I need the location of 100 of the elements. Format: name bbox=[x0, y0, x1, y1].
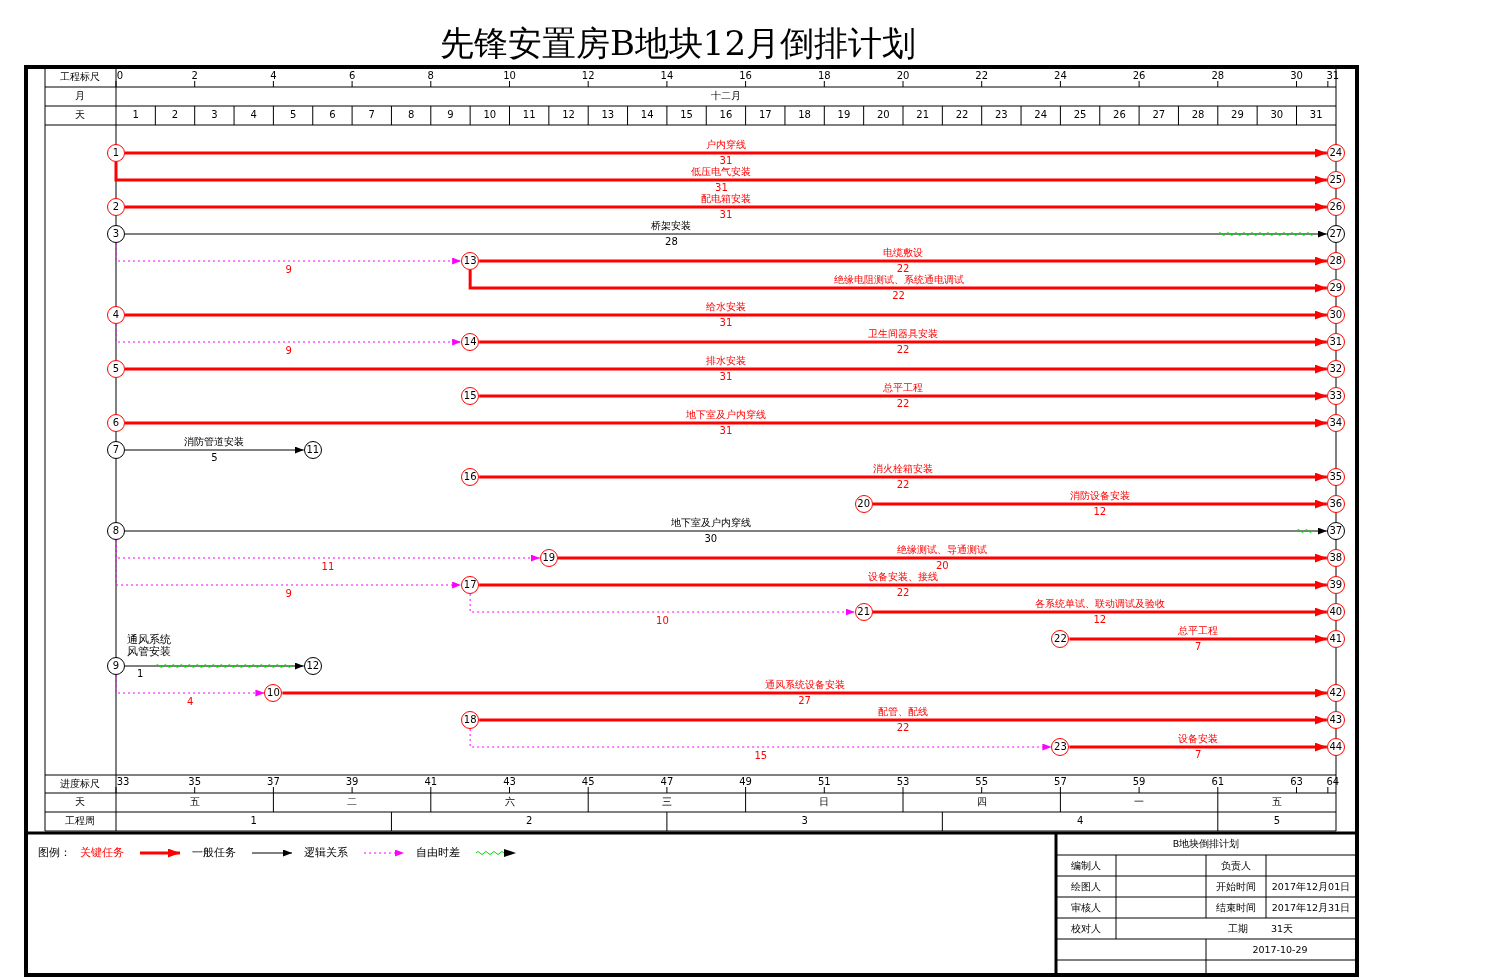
dotted-arrow bbox=[115, 242, 462, 265]
scale-number: 49 bbox=[739, 777, 752, 787]
title-block-text: 负责人 bbox=[1221, 860, 1251, 872]
scale-number: 31 bbox=[1326, 71, 1340, 81]
event-circle: 30 bbox=[1326, 306, 1345, 324]
title-block-text: 工期 bbox=[1228, 923, 1248, 935]
duration-label: 12 bbox=[1093, 507, 1107, 517]
row-header: 月 bbox=[75, 91, 85, 101]
week-number: 4 bbox=[1076, 816, 1084, 826]
edge-label: 地下室及户内穿线 bbox=[685, 410, 766, 420]
edge-label: 消火栓箱安装 bbox=[873, 464, 933, 474]
title-block-text: 编制人 bbox=[1071, 860, 1101, 872]
weekday-label: 六 bbox=[504, 797, 515, 807]
arrow bbox=[114, 162, 1327, 185]
edge-label: 11 bbox=[321, 562, 335, 572]
event-circle: 9 bbox=[107, 657, 125, 675]
arrow bbox=[479, 256, 1327, 266]
scale-number: 10 bbox=[503, 71, 516, 81]
day-number: 16 bbox=[719, 110, 733, 120]
duration-label: 28 bbox=[665, 237, 678, 247]
title-block-text: 开始时间 bbox=[1216, 881, 1256, 893]
duration-label: 1 bbox=[137, 669, 144, 679]
arrow bbox=[125, 148, 1327, 158]
arrow bbox=[124, 446, 305, 454]
duration-label: 31 bbox=[715, 183, 728, 193]
row-header: 进度标尺 bbox=[60, 779, 100, 789]
edge-label: 15 bbox=[754, 751, 768, 761]
event-circle: 44 bbox=[1326, 738, 1345, 756]
duration-label: 31 bbox=[719, 156, 733, 166]
day-number: 12 bbox=[562, 110, 575, 120]
edge-label: 9 bbox=[285, 265, 292, 275]
arrow bbox=[124, 662, 305, 670]
edge-label: 地下室及户内穿线 bbox=[670, 518, 751, 528]
event-circle: 5 bbox=[107, 360, 125, 378]
duration-label: 22 bbox=[896, 399, 910, 409]
edge-label: 配管、配线 bbox=[878, 707, 928, 717]
scale-number: 14 bbox=[660, 71, 674, 81]
arrow bbox=[125, 202, 1327, 212]
weekday-label: 五 bbox=[189, 797, 200, 807]
weekday-label: 日 bbox=[819, 797, 830, 807]
scale-number: 47 bbox=[660, 777, 674, 787]
scale-number: 18 bbox=[817, 71, 831, 81]
scale-number: 22 bbox=[975, 71, 989, 81]
event-circle: 36 bbox=[1326, 495, 1345, 513]
day-number: 23 bbox=[995, 110, 1008, 120]
event-circle: 17 bbox=[461, 576, 480, 594]
day-number: 3 bbox=[211, 110, 218, 120]
arrow bbox=[1069, 742, 1327, 752]
event-circle: 37 bbox=[1326, 522, 1345, 540]
weekday-label: 五 bbox=[1271, 797, 1282, 807]
arrow bbox=[872, 499, 1327, 509]
event-circle: 13 bbox=[461, 252, 480, 270]
arrow bbox=[479, 715, 1327, 725]
edge-label: 10 bbox=[656, 616, 669, 626]
event-circle: 18 bbox=[461, 711, 480, 729]
arrow bbox=[124, 230, 1328, 238]
scale-number: 51 bbox=[817, 777, 831, 787]
edge-label: 消防设备安装 bbox=[1069, 491, 1130, 501]
event-circle: 24 bbox=[1326, 144, 1345, 162]
week-number: 2 bbox=[526, 816, 533, 826]
event-circle: 40 bbox=[1326, 603, 1345, 621]
event-circle: 2 bbox=[107, 198, 125, 216]
event-circle: 34 bbox=[1326, 414, 1345, 432]
scale-number: 61 bbox=[1211, 777, 1225, 787]
duration-label: 31 bbox=[719, 210, 733, 220]
event-circle: 12 bbox=[303, 657, 322, 675]
event-circle: 33 bbox=[1326, 387, 1345, 405]
title-block-text: 审核人 bbox=[1071, 902, 1101, 914]
title-block-text: 2017年12月31日 bbox=[1271, 902, 1351, 914]
day-number: 2 bbox=[171, 110, 179, 120]
day-number: 18 bbox=[798, 110, 811, 120]
day-number: 21 bbox=[916, 110, 930, 120]
duration-label: 22 bbox=[896, 345, 910, 355]
duration-label: 22 bbox=[896, 264, 910, 274]
scale-number: 20 bbox=[896, 71, 910, 81]
day-number: 13 bbox=[601, 110, 615, 120]
duration-label: 30 bbox=[704, 534, 718, 544]
scale-number: 16 bbox=[739, 71, 752, 81]
event-circle: 1 bbox=[107, 144, 125, 162]
edge-label: 4 bbox=[187, 697, 194, 707]
day-number: 19 bbox=[837, 110, 851, 120]
edge-label: 给水安装 bbox=[705, 302, 746, 312]
week-number: 3 bbox=[801, 816, 808, 826]
scale-number: 6 bbox=[348, 71, 356, 81]
day-number: 6 bbox=[329, 110, 336, 120]
duration-label: 31 bbox=[719, 426, 733, 436]
duration-label: 31 bbox=[719, 318, 733, 328]
day-number: 24 bbox=[1034, 110, 1048, 120]
edge-label: 户内穿线 bbox=[705, 140, 746, 150]
title-block-text: B地块倒排计划 bbox=[1172, 838, 1240, 850]
row-header: 天 bbox=[75, 797, 85, 807]
duration-label: 22 bbox=[896, 480, 910, 490]
event-circle: 4 bbox=[107, 306, 125, 324]
edge-label: 总平工程 bbox=[1178, 626, 1219, 636]
row-header: 天 bbox=[75, 110, 85, 120]
scale-number: 26 bbox=[1132, 71, 1146, 81]
dotted-arrow bbox=[469, 593, 856, 616]
day-number: 4 bbox=[250, 110, 257, 120]
scale-number: 4 bbox=[270, 71, 277, 81]
scale-number: 35 bbox=[188, 777, 202, 787]
